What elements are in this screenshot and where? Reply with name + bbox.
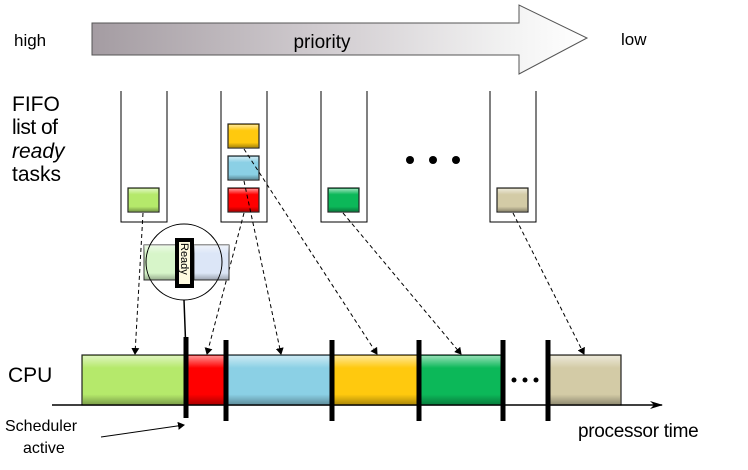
priority-arrow: priority [91, 4, 589, 75]
fifo-label-line4: tasks [12, 163, 62, 186]
cpu-segment-task-dark-green [418, 354, 504, 406]
cpu-ellipsis [511, 377, 539, 383]
scheduler-label-line2: active [23, 440, 65, 457]
queue-1-task-1 [127, 187, 160, 213]
ready-label: Ready [178, 243, 190, 275]
fifo-label-line3: ready [12, 140, 65, 163]
scheduler-active-bar [183, 337, 189, 418]
scheduler-active-bar [545, 340, 551, 421]
queue-2-task-1 [227, 123, 260, 149]
dispatch-arrow-red [204, 212, 245, 355]
dispatch-arrows [131, 148, 585, 355]
queue-3-task-1 [327, 187, 360, 213]
priority-label: priority [293, 32, 351, 53]
queue-2-task-2 [227, 155, 260, 181]
queue-ellipsis [406, 156, 460, 164]
scheduler-active-bar [329, 340, 335, 421]
cpu-segment-task-beige [547, 354, 622, 406]
scheduler-active-bar [416, 340, 422, 421]
ready-state-illustration: Ready [143, 223, 230, 354]
dispatch-arrow-dark-green [342, 212, 462, 355]
cpu-segment-task-blue [225, 354, 333, 406]
cpu-segment-task-red [185, 354, 227, 406]
scheduler-active-bar [500, 340, 506, 421]
high-label: high [14, 31, 47, 50]
cpu-label: CPU [8, 364, 53, 387]
scheduler-active-bar [223, 340, 229, 421]
queue-4 [489, 91, 537, 223]
fifo-label-line2: list of [12, 116, 58, 139]
scheduler-pointer-arrow [100, 421, 185, 438]
cpu-timeline [81, 337, 622, 421]
cpu-segment-task-green [81, 354, 187, 406]
dispatch-arrow-beige [512, 212, 585, 355]
axis-label: processor time [578, 421, 699, 442]
cpu-segment-task-yellow [331, 354, 420, 406]
fifo-label-line1: FIFO [12, 93, 60, 116]
queue-1 [120, 91, 168, 223]
queue-4-task-1 [496, 187, 529, 213]
queue-2 [220, 91, 268, 223]
low-label: low [621, 30, 647, 49]
queue-2-task-3 [227, 187, 260, 213]
dispatch-arrow-yellow [243, 148, 378, 355]
queue-3 [320, 91, 368, 223]
scheduler-label-line1: Scheduler [5, 418, 78, 435]
dispatch-arrow-green [131, 212, 144, 355]
dispatch-arrow-blue [243, 180, 284, 355]
ready-queues [120, 91, 537, 223]
